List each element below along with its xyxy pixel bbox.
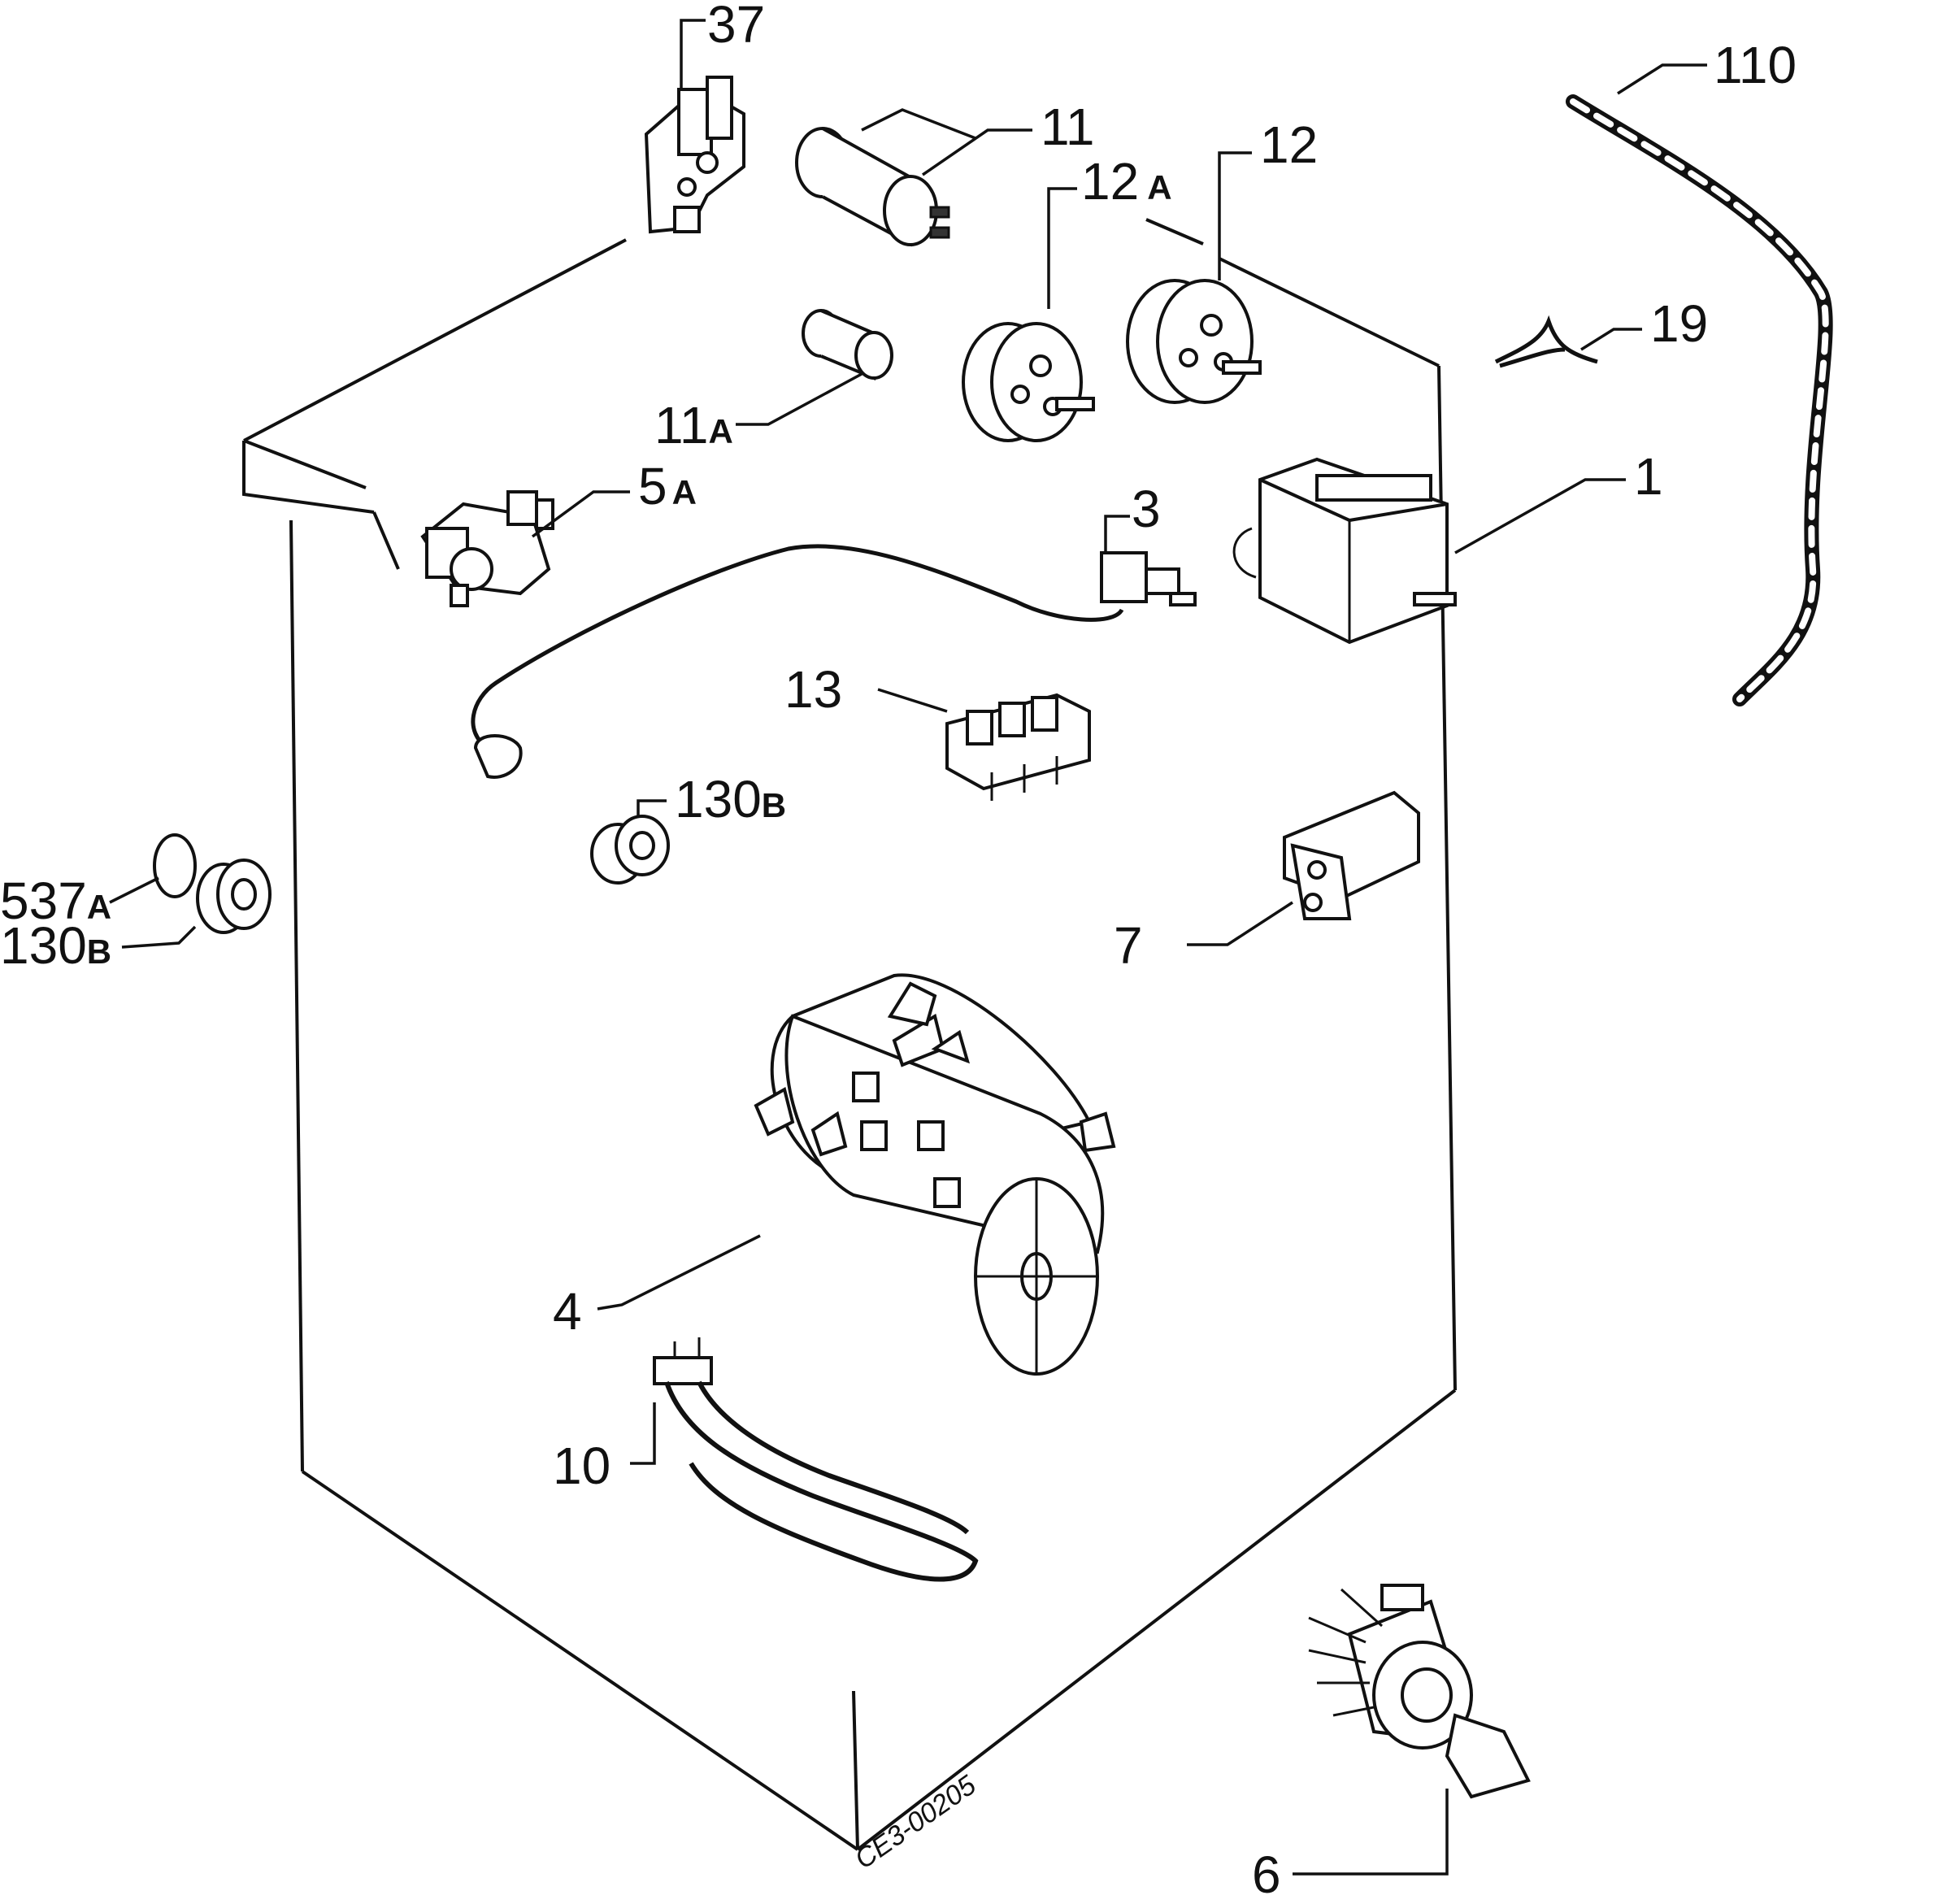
svg-text:5A: 5A <box>638 457 697 515</box>
label-number: 7 <box>1114 916 1143 975</box>
hose-clip <box>1494 315 1598 368</box>
heating-element <box>653 1337 979 1582</box>
label-11: 11 <box>1041 98 1094 156</box>
svg-text:11A: 11A <box>654 396 733 454</box>
label-number: 110 <box>1714 36 1797 94</box>
label-number: 5 <box>638 457 667 515</box>
label-7: 7 <box>1114 916 1143 975</box>
svg-text:1: 1 <box>1634 447 1663 506</box>
label-12: 12 <box>1260 115 1318 174</box>
label-130b-outer: 130B <box>0 916 111 975</box>
svg-text:130B: 130B <box>675 770 786 828</box>
label-10: 10 <box>553 1437 611 1495</box>
svg-text:7: 7 <box>1114 916 1143 975</box>
svg-text:13: 13 <box>784 660 842 719</box>
label-537a: 537A <box>0 872 111 930</box>
interference-suppressor <box>1283 790 1420 920</box>
label-suffix: A <box>1147 168 1171 206</box>
svg-text:19: 19 <box>1650 294 1708 353</box>
small-capacitor <box>802 309 893 380</box>
cabinet-outline <box>242 218 1457 1851</box>
programme-timer <box>1232 457 1457 645</box>
label-number: 37 <box>707 0 765 54</box>
svg-text:110: 110 <box>1714 36 1797 94</box>
label-suffix: B <box>87 932 111 971</box>
figure-code: CE3-00205 <box>849 1770 982 1876</box>
svg-text:11: 11 <box>1041 98 1094 156</box>
label-number: 19 <box>1650 294 1708 353</box>
thermostat <box>471 544 1197 779</box>
label-1: 1 <box>1634 447 1663 506</box>
label-number: 1 <box>1634 447 1663 506</box>
svg-text:130B: 130B <box>0 916 111 975</box>
label-number: 13 <box>784 660 842 719</box>
door-interlock-switch <box>644 76 745 234</box>
svg-text:4: 4 <box>553 1282 582 1341</box>
label-110: 110 <box>1714 36 1797 94</box>
svg-text:12A: 12A <box>1081 152 1172 211</box>
grommet-inner <box>590 815 670 885</box>
svg-text:10: 10 <box>553 1437 611 1495</box>
motor <box>754 973 1116 1376</box>
label-number: 12 <box>1260 115 1318 174</box>
leader-lines <box>109 19 1707 1876</box>
svg-text:537A: 537A <box>0 872 111 930</box>
seal-ring <box>153 833 197 898</box>
label-number: 4 <box>553 1282 582 1341</box>
label-19: 19 <box>1650 294 1708 353</box>
label-number: 537 <box>0 872 87 930</box>
label-suffix: A <box>708 412 732 450</box>
switch-block <box>945 693 1091 801</box>
svg-text:12: 12 <box>1260 115 1318 174</box>
water-valve <box>420 490 554 607</box>
label-130b-inner: 130B <box>675 770 786 828</box>
svg-text:3: 3 <box>1132 480 1161 538</box>
label-number: 130 <box>675 770 762 828</box>
label-13: 13 <box>784 660 842 719</box>
label-6: 6 <box>1252 1845 1281 1904</box>
label-number: 130 <box>0 916 87 975</box>
label-37: 37 <box>707 0 765 54</box>
label-number: 3 <box>1132 480 1161 538</box>
label-number: 11 <box>1041 98 1094 156</box>
label-number: 6 <box>1252 1845 1281 1900</box>
label-number: 11 <box>654 396 708 454</box>
label-number: 10 <box>553 1437 611 1495</box>
drain-pump <box>1308 1584 1531 1799</box>
svg-text:6: 6 <box>1252 1845 1281 1900</box>
label-3: 3 <box>1132 480 1161 538</box>
drain-hose <box>1566 94 1833 706</box>
pressure-switch-12 <box>1126 279 1262 404</box>
capacitor <box>795 127 950 247</box>
pressure-switch-12a <box>962 322 1095 442</box>
label-4: 4 <box>553 1282 582 1341</box>
label-number: 12 <box>1081 152 1139 211</box>
label-11a: 11A <box>654 396 733 454</box>
label-suffix: A <box>87 888 111 926</box>
grommet-outer <box>196 859 272 934</box>
label-suffix: A <box>672 473 697 511</box>
svg-text:37: 37 <box>707 0 765 54</box>
label-suffix: B <box>762 786 786 824</box>
